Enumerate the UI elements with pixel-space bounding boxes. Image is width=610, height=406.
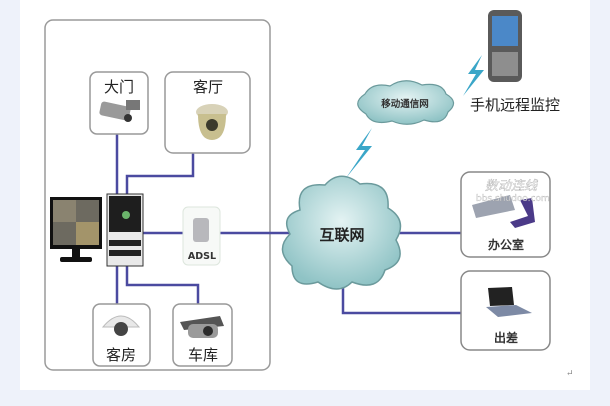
dome-camera-icon — [101, 315, 141, 336]
mobile-phone-icon — [488, 10, 522, 82]
office-node: 办公室 — [460, 171, 551, 258]
camera-garage: 车库 — [172, 303, 233, 367]
cloud-icon — [281, 175, 402, 290]
phone-monitor-label: 手机远程监控 — [470, 96, 560, 114]
mobile-network-cloud: 移动通信网 — [357, 80, 455, 125]
cloud-icon — [357, 80, 455, 125]
monitor-icon — [50, 197, 102, 262]
dvr-tower-icon — [106, 193, 144, 267]
watermark-url: bbs.shudoo.com — [476, 194, 550, 204]
camera-gate-label: 大门 — [104, 78, 134, 96]
camera-gate: 大门 — [89, 71, 149, 135]
travel-node: 出差 — [460, 270, 551, 351]
travel-label: 出差 — [494, 330, 518, 345]
internet-label: 互联网 — [319, 226, 364, 244]
watermark-text: 数动连线 — [485, 179, 538, 194]
line-travel — [341, 280, 485, 315]
watermark: 数动连线 bbs.shudoo.com — [476, 179, 550, 204]
adsl-label: ADSL — [188, 251, 216, 262]
camera-livingroom-label: 客厅 — [193, 78, 223, 96]
bullet-camera-icon — [180, 316, 224, 338]
bullet-camera-icon — [99, 100, 140, 122]
laptop-icon — [486, 287, 532, 317]
internet-cloud: 互联网 — [281, 175, 402, 290]
camera-garage-label: 车库 — [188, 346, 218, 364]
camera-guestroom-label: 客房 — [106, 346, 136, 364]
dome-ptz-camera-icon — [196, 104, 228, 140]
adsl-modem: ADSL — [182, 206, 221, 266]
home-boundary — [44, 19, 271, 371]
line-garage — [125, 265, 200, 315]
mobile-network-label: 移动通信网 — [381, 98, 429, 110]
line-livingroom — [125, 153, 195, 195]
return-mark: ↵ — [566, 369, 574, 379]
camera-guestroom: 客房 — [92, 303, 151, 367]
modem-icon — [193, 218, 209, 242]
office-label: 办公室 — [488, 237, 524, 252]
camera-livingroom: 客厅 — [164, 71, 251, 154]
office-desk-icon — [472, 195, 535, 228]
